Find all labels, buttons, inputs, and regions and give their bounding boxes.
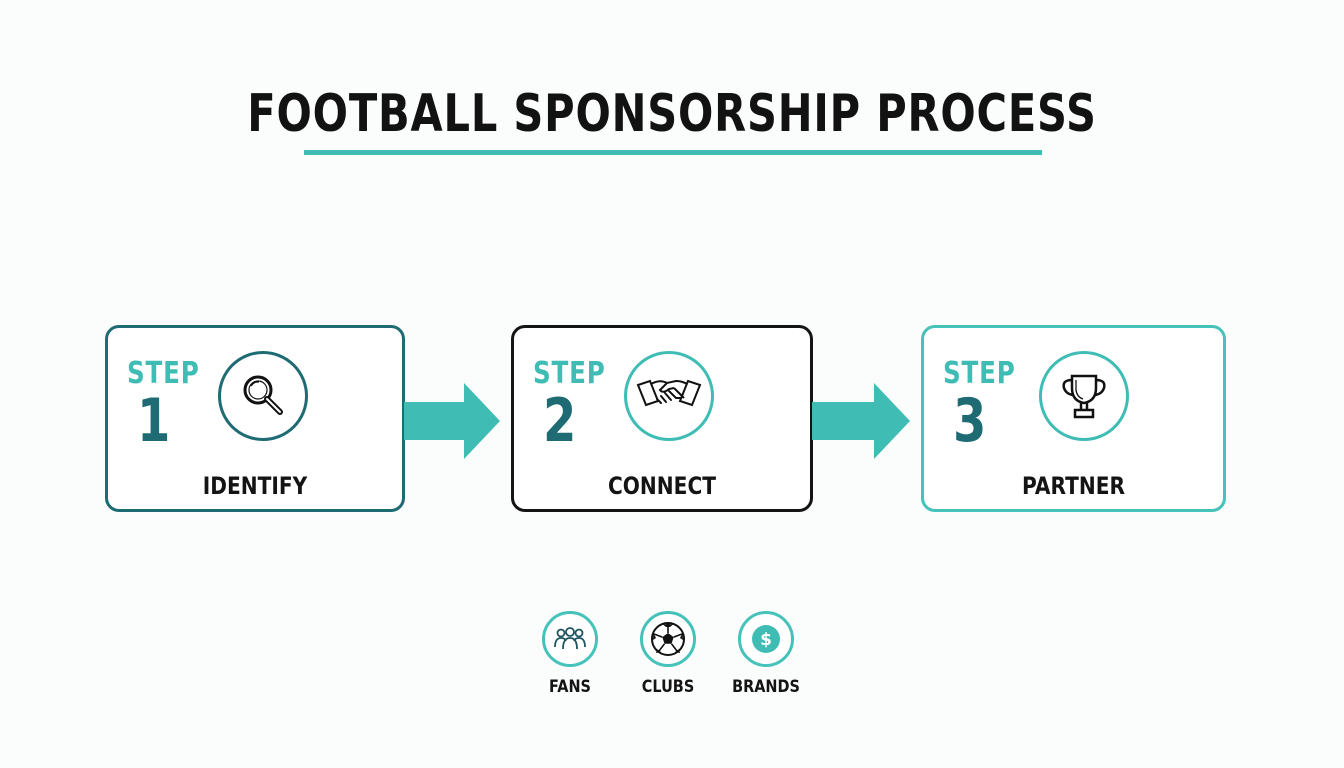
handshake-icon — [636, 379, 702, 407]
step-icon-ring — [624, 351, 714, 441]
step-icon-ring — [1039, 351, 1129, 441]
step-icon-ring — [218, 351, 308, 441]
step-label: PARTNER — [1021, 472, 1126, 500]
step-card-partner: STEP 3 PARTNER — [921, 325, 1226, 512]
step-number: 3 — [953, 386, 987, 456]
arrow-right-icon — [404, 383, 500, 459]
legend-label: CLUBS — [641, 677, 695, 697]
magnifying-glass-icon — [243, 375, 283, 415]
dollar-coin-icon: $ — [752, 625, 780, 653]
svg-text:$: $ — [760, 630, 772, 650]
arrow-right-icon — [812, 383, 910, 459]
step-card-identify: STEP 1 IDENTIFY — [105, 325, 405, 512]
trophy-icon — [1062, 374, 1106, 419]
step-number: 2 — [543, 386, 577, 456]
legend-ring-brands: $ — [738, 611, 794, 667]
legend-ring-clubs — [640, 611, 696, 667]
step-label: IDENTIFY — [202, 472, 308, 500]
step-word: STEP — [943, 356, 1016, 391]
step-card-connect: STEP 2 CONNECT — [511, 325, 813, 512]
step-word: STEP — [533, 356, 606, 391]
legend-ring-fans — [542, 611, 598, 667]
title-underline — [304, 150, 1042, 155]
page-title: FOOTBALL SPONSORSHIP PROCESS — [247, 84, 1097, 144]
legend-label: FANS — [549, 677, 591, 697]
soccer-ball-icon — [651, 622, 685, 656]
step-number: 1 — [137, 386, 171, 456]
legend-label: BRANDS — [732, 677, 800, 697]
step-label: CONNECT — [607, 472, 716, 500]
people-group-icon — [554, 627, 586, 650]
step-word: STEP — [127, 356, 200, 391]
